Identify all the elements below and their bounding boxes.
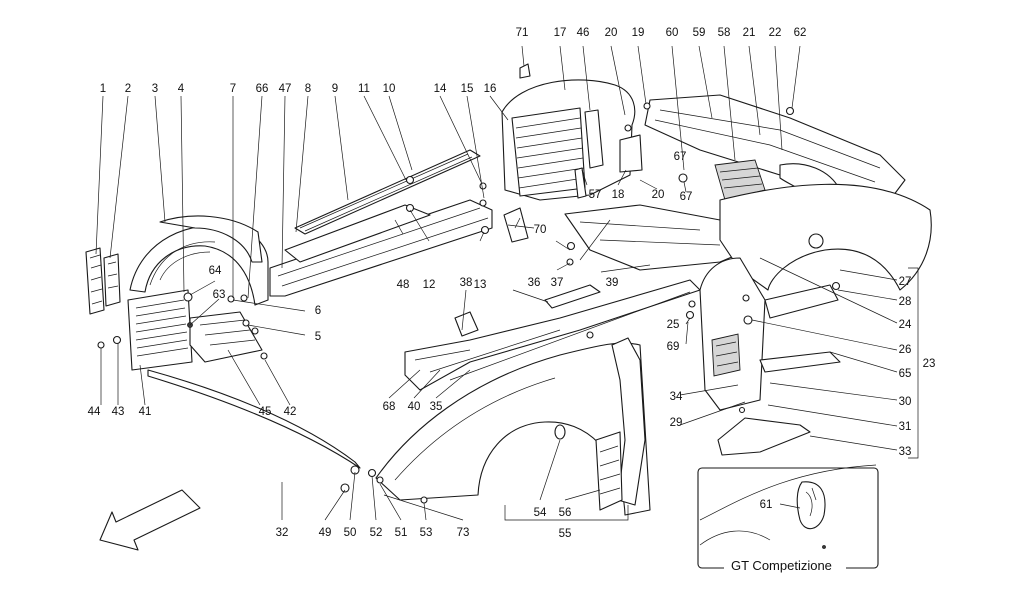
callout-23: 23 (923, 358, 936, 370)
callout-63: 63 (213, 289, 226, 301)
callout-9: 9 (332, 83, 338, 95)
inset-title: GT Competizione (731, 558, 832, 573)
callout-42: 42 (284, 406, 297, 418)
callout-14: 14 (434, 83, 447, 95)
callout-34: 34 (670, 391, 683, 403)
sill-trim (147, 369, 361, 469)
callout-19: 19 (632, 27, 645, 39)
callout-11: 11 (358, 83, 370, 95)
floor-tunnel (404, 279, 701, 391)
callout-2: 2 (125, 83, 131, 95)
callout-21: 21 (743, 27, 756, 39)
callout-55: 55 (559, 528, 572, 540)
callout-73: 73 (457, 527, 470, 539)
callout-58: 58 (718, 27, 731, 39)
callout-16: 16 (484, 83, 497, 95)
callout-8: 8 (305, 83, 311, 95)
callout-17: 17 (554, 27, 567, 39)
callout-33: 33 (899, 446, 912, 458)
callout-35: 35 (430, 401, 443, 413)
callout-20: 20 (652, 189, 665, 201)
callout-38: 38 (460, 277, 473, 289)
callout-39: 39 (606, 277, 619, 289)
rear-fender (340, 337, 651, 516)
callout-69: 69 (667, 341, 680, 353)
engine-cover (501, 63, 643, 243)
inset-box: GT Competizione (697, 464, 879, 574)
callout-67: 67 (680, 191, 693, 203)
callout-50: 50 (344, 527, 357, 539)
callout-45: 45 (259, 406, 272, 418)
callout-3: 3 (152, 83, 158, 95)
callout-7: 7 (230, 83, 236, 95)
callout-43: 43 (112, 406, 125, 418)
callout-66: 66 (256, 83, 269, 95)
callout-51: 51 (395, 527, 408, 539)
callout-54: 54 (534, 507, 547, 519)
right-inner-panel (685, 257, 841, 456)
callout-56: 56 (559, 507, 572, 519)
callout-12: 12 (423, 279, 436, 291)
callout-60: 60 (666, 27, 679, 39)
callout-6: 6 (315, 305, 321, 317)
callout-31: 31 (899, 421, 912, 433)
callout-22: 22 (769, 27, 782, 39)
callout-25: 25 (667, 319, 680, 331)
callout-52: 52 (370, 527, 383, 539)
leader-lines (95, 45, 919, 521)
callout-15: 15 (461, 83, 474, 95)
callout-26: 26 (899, 344, 912, 356)
side-sill (269, 149, 493, 297)
callout-46: 46 (577, 27, 590, 39)
callout-10: 10 (383, 83, 396, 95)
callout-29: 29 (670, 417, 683, 429)
callout-61: 61 (760, 499, 773, 511)
callout-49: 49 (319, 527, 332, 539)
callout-65: 65 (899, 368, 912, 380)
rear-tail-panel (624, 94, 932, 291)
callout-59: 59 (693, 27, 706, 39)
direction-arrow (99, 489, 201, 551)
callout-24: 24 (899, 319, 912, 331)
callout-67: 67 (674, 151, 687, 163)
callout-4: 4 (178, 83, 185, 95)
callout-62: 62 (794, 27, 807, 39)
callout-40: 40 (408, 401, 421, 413)
callout-48: 48 (397, 279, 410, 291)
callout-28: 28 (899, 296, 912, 308)
callout-27: 27 (899, 276, 912, 288)
callout-1: 1 (100, 83, 106, 95)
callout-47: 47 (279, 83, 292, 95)
callout-68: 68 (383, 401, 396, 413)
left-wheelhouse (85, 215, 269, 371)
callout-20: 20 (605, 27, 618, 39)
callout-37: 37 (551, 277, 564, 289)
callout-5: 5 (315, 331, 321, 343)
callout-53: 53 (420, 527, 433, 539)
callout-41: 41 (139, 406, 152, 418)
callout-44: 44 (88, 406, 101, 418)
callout-13: 13 (474, 279, 487, 291)
callout-30: 30 (899, 396, 912, 408)
callout-57: 57 (589, 189, 602, 201)
callout-32: 32 (276, 527, 289, 539)
callout-18: 18 (612, 189, 625, 201)
callout-64: 64 (209, 265, 222, 277)
callout-70: 70 (534, 224, 547, 236)
callout-36: 36 (528, 277, 541, 289)
callout-71: 71 (516, 27, 529, 39)
